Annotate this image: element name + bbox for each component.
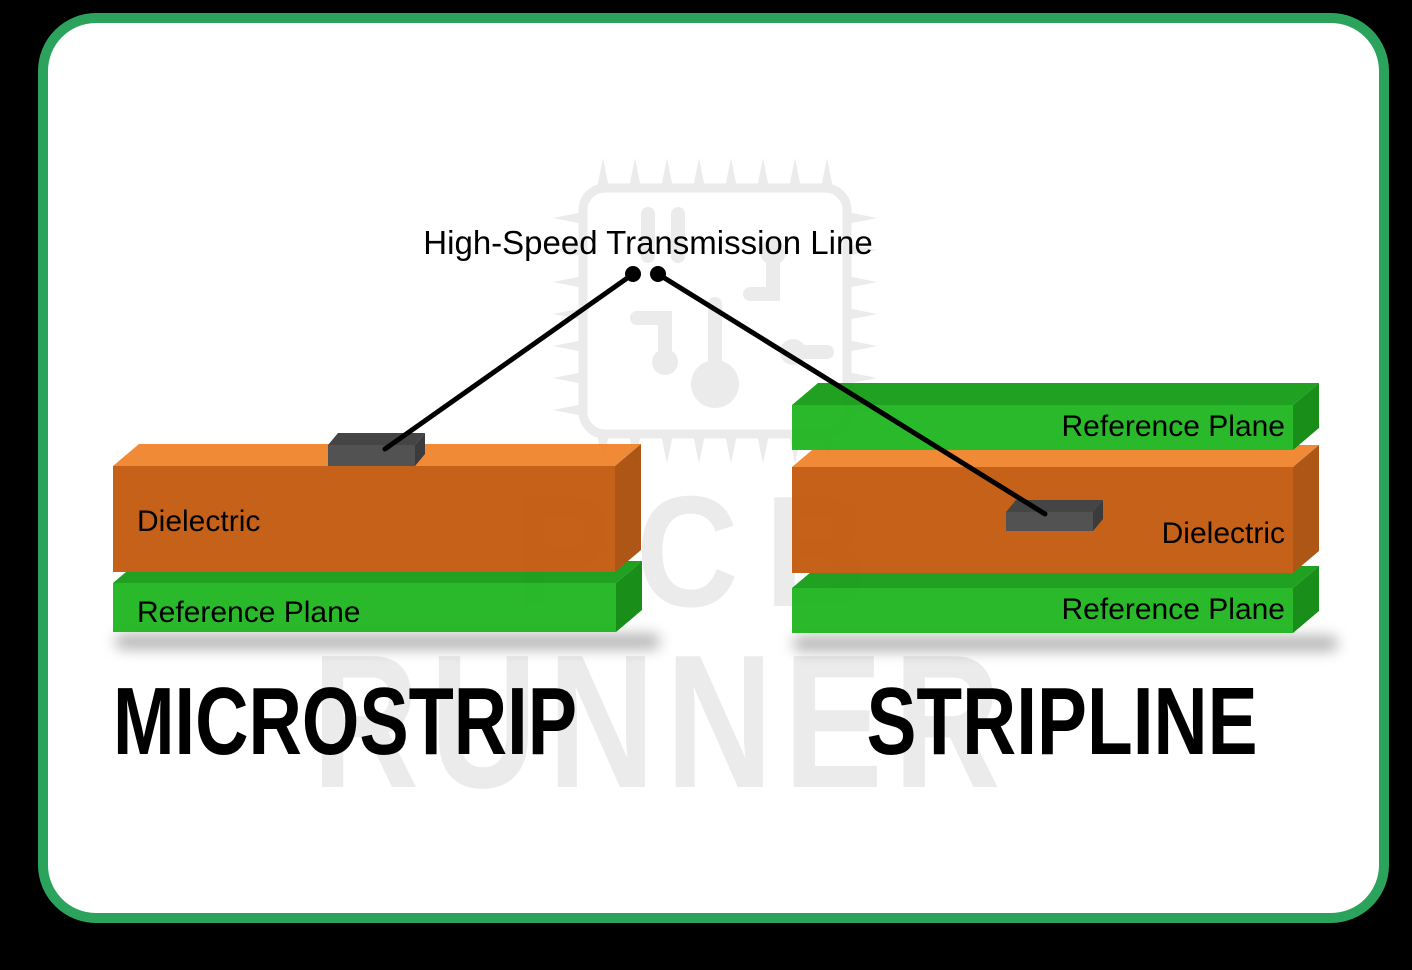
face-front — [113, 466, 615, 572]
face-top — [792, 383, 1319, 405]
face-front — [792, 405, 1293, 450]
microstrip-shadow — [115, 634, 660, 649]
face-top — [1006, 500, 1103, 512]
face-front — [113, 583, 616, 632]
stripline-shadow — [793, 636, 1338, 651]
face-side — [1293, 444, 1319, 573]
face-front — [1006, 512, 1093, 531]
face-front — [792, 588, 1293, 633]
